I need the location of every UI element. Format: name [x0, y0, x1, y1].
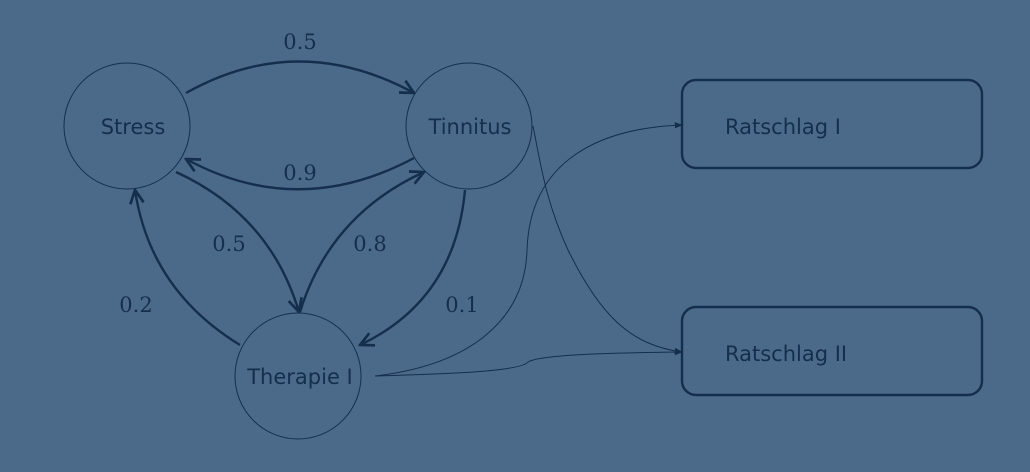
box-ratschlag-1: Ratschlag I: [680, 78, 984, 170]
edge-label-tinnitus-therapie: 0.1: [445, 293, 478, 317]
edge-label-tinnitus-stress: 0.9: [283, 161, 316, 185]
edge-tinnitus-stress: [186, 156, 415, 191]
box-ratschlag-1-label: Ratschlag I: [725, 115, 841, 139]
node-therapie: Therapie I: [234, 312, 362, 440]
edge-label-therapie-stress: 0.2: [119, 293, 152, 317]
node-stress: Stress: [63, 62, 191, 190]
edge-therapie-ratschlag1: [374, 122, 683, 377]
node-stress-label: Stress: [101, 115, 166, 139]
edge-therapie-tinnitus: [298, 172, 424, 313]
edge-stress-therapie: [175, 170, 299, 312]
edge-tinnitus-ratschlag2: [532, 125, 683, 355]
edge-therapie-stress: [135, 190, 241, 347]
edge-label-stress-tinnitus: 0.5: [283, 30, 316, 54]
edge-label-therapie-tinnitus: 0.8: [353, 232, 386, 256]
node-tinnitus: Tinnitus: [405, 62, 533, 190]
node-tinnitus-label: Tinnitus: [428, 115, 512, 139]
edge-stress-tinnitus: [185, 60, 414, 94]
edge-label-stress-therapie: 0.5: [212, 232, 245, 256]
edge-therapie-ratschlag2: [374, 348, 683, 377]
node-therapie-label: Therapie I: [246, 365, 353, 389]
edge-tinnitus-therapie: [360, 189, 467, 345]
box-ratschlag-2-label: Ratschlag II: [725, 342, 847, 366]
box-ratschlag-2: Ratschlag II: [680, 305, 984, 397]
